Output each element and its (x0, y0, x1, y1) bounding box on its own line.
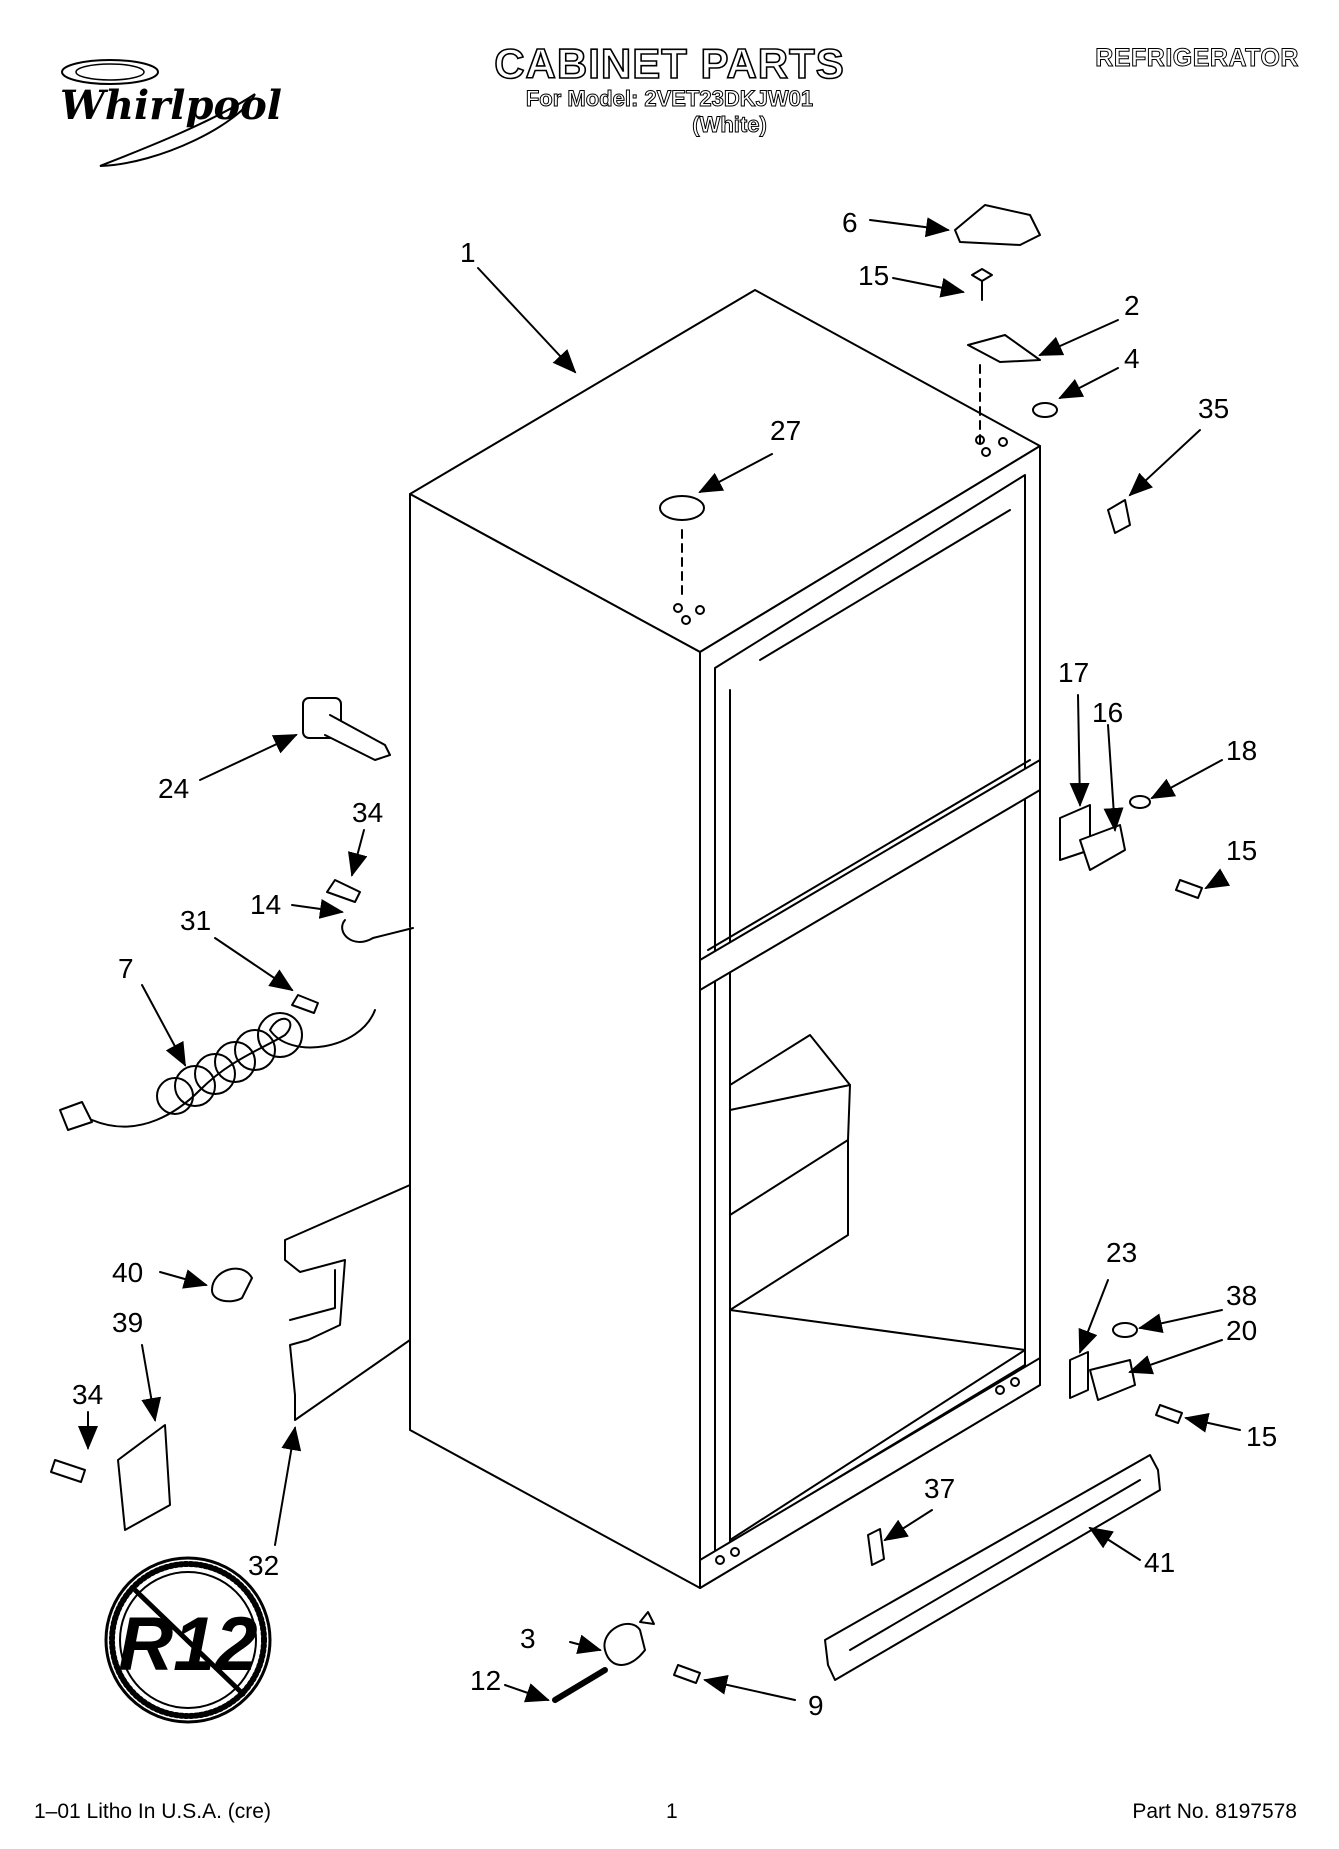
callout-12: 12 (470, 1665, 501, 1696)
no-r12-badge: R12 (104, 1556, 272, 1724)
callout-6: 6 (842, 207, 858, 238)
callout-34: 34 (352, 797, 383, 828)
callout-15: 15 (858, 260, 889, 291)
callout-23: 23 (1106, 1237, 1137, 1268)
callout-32: 32 (248, 1550, 279, 1581)
callout-40: 40 (112, 1257, 143, 1288)
callout-31: 31 (180, 905, 211, 936)
callout-39: 39 (112, 1307, 143, 1338)
callout-14: 14 (250, 889, 281, 920)
footer-part-number: Part No. 8197578 (1132, 1800, 1297, 1823)
callout-20: 20 (1226, 1315, 1257, 1346)
callout-1: 1 (460, 237, 476, 268)
callout-4: 4 (1124, 343, 1140, 374)
callout-2: 2 (1124, 290, 1140, 321)
callout-18: 18 (1226, 735, 1257, 766)
page-title: CABINET PARTS (493, 39, 845, 88)
leader-arrows (78, 217, 1241, 1703)
model-line: For Model: 2VET23DKJW01 (525, 86, 814, 112)
color-line: (White) (692, 112, 768, 138)
callout-15c: 15 (1246, 1421, 1277, 1452)
callout-16: 16 (1092, 697, 1123, 728)
callout-15b: 15 (1226, 835, 1257, 866)
parts (50, 204, 1203, 1703)
callout-41: 41 (1144, 1547, 1175, 1578)
callout-7: 7 (118, 953, 134, 984)
brand-swoosh (61, 59, 256, 167)
callout-3: 3 (520, 1623, 536, 1654)
callout-34b: 34 (72, 1379, 103, 1410)
cabinet (409, 289, 1041, 1589)
callout-38: 38 (1226, 1280, 1257, 1311)
callout-27: 27 (770, 415, 801, 446)
callout-35: 35 (1198, 393, 1229, 424)
callout-9: 9 (808, 1690, 824, 1721)
callout-17: 17 (1058, 657, 1089, 688)
appliance-type: REFRIGERATOR (1095, 44, 1299, 73)
callout-37: 37 (924, 1473, 955, 1504)
footer-page: 1 (666, 1800, 678, 1823)
callout-24: 24 (158, 773, 189, 804)
footer-litho: 1–01 Litho In U.S.A. (cre) (34, 1800, 271, 1823)
brand-logo: Whirlpool (60, 82, 282, 129)
